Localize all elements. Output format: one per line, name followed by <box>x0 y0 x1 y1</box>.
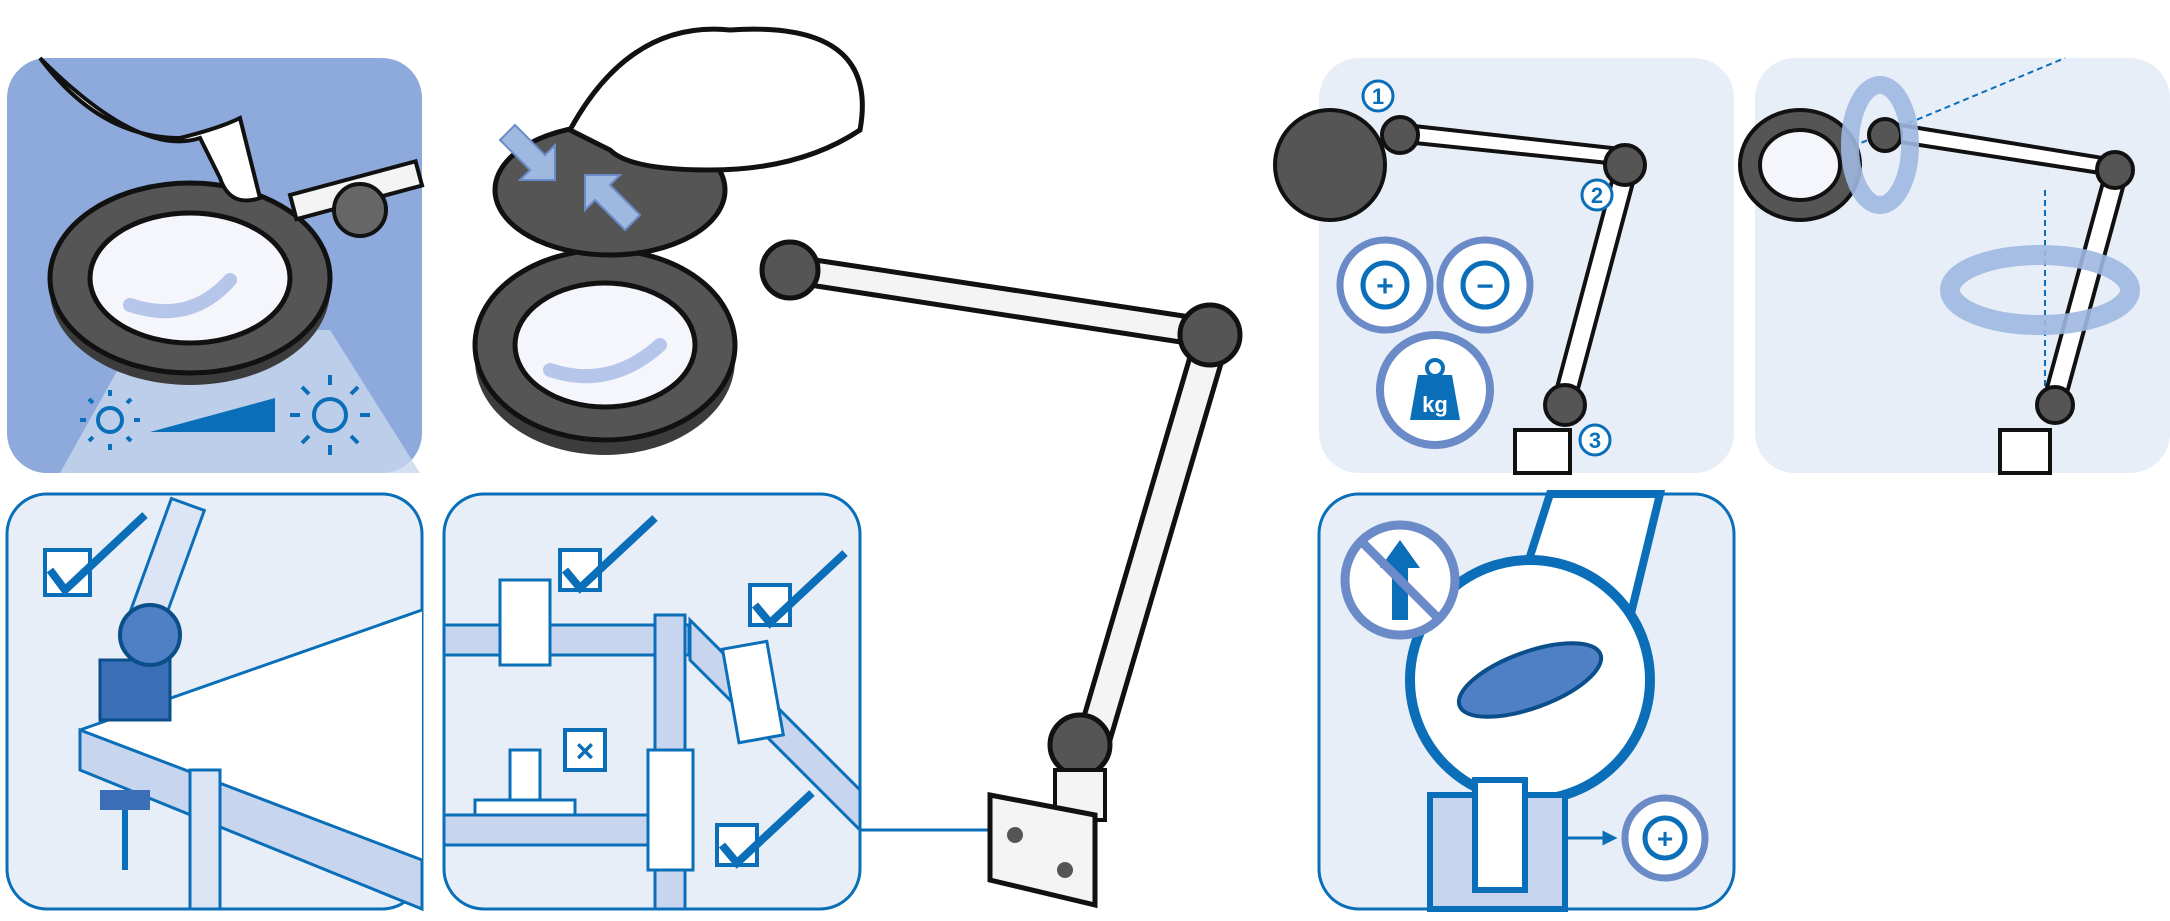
press-arrow-icon <box>584 174 642 232</box>
checkmark-icon <box>715 790 815 869</box>
svg-text:2: 2 <box>1591 183 1603 208</box>
tighten-icon: + <box>1621 794 1709 882</box>
press-arrow-icon <box>498 123 556 181</box>
brightness-ramp <box>150 398 275 432</box>
cross-label: × <box>576 733 595 769</box>
step-1-badge: 1 <box>1361 79 1395 113</box>
svg-text:kg: kg <box>1422 392 1448 417</box>
cross-icon: × <box>563 728 607 772</box>
svg-text:1: 1 <box>1372 84 1384 109</box>
panel-table-clamp <box>5 492 424 912</box>
sun-dim-icon <box>80 390 140 450</box>
panel-rotation <box>1738 57 2170 475</box>
main-lamp-illustration <box>472 26 1243 909</box>
panel-rail-mount: × <box>442 492 990 911</box>
svg-text:3: 3 <box>1589 428 1601 453</box>
decrease-tension-icon: − <box>1436 236 1534 334</box>
svg-text:+: + <box>1376 270 1394 303</box>
svg-text:+: + <box>1657 823 1673 854</box>
sun-bright-icon <box>290 375 370 455</box>
checkmark-icon <box>43 512 148 597</box>
rotate-arrow-icon <box>1841 76 1919 214</box>
checkmark-icon <box>558 515 658 594</box>
weight-icon: kg <box>1376 331 1494 449</box>
rotate-arrow-icon <box>1940 245 2140 335</box>
checkmark-icon <box>748 550 848 629</box>
step-2-badge: 2 <box>1580 178 1614 212</box>
svg-text:−: − <box>1476 270 1494 303</box>
panel-tension-adjust: 1 2 3 + − kg <box>1273 58 1734 475</box>
panel-brightness <box>7 56 425 473</box>
no-pull-up-icon <box>1340 520 1460 640</box>
magnifier-lamp-head <box>47 158 425 385</box>
panel-socket: + <box>1317 490 1736 912</box>
hand-icon <box>38 56 263 203</box>
hand-icon <box>566 26 865 173</box>
increase-tension-icon: + <box>1336 236 1434 334</box>
step-3-badge: 3 <box>1578 423 1612 457</box>
